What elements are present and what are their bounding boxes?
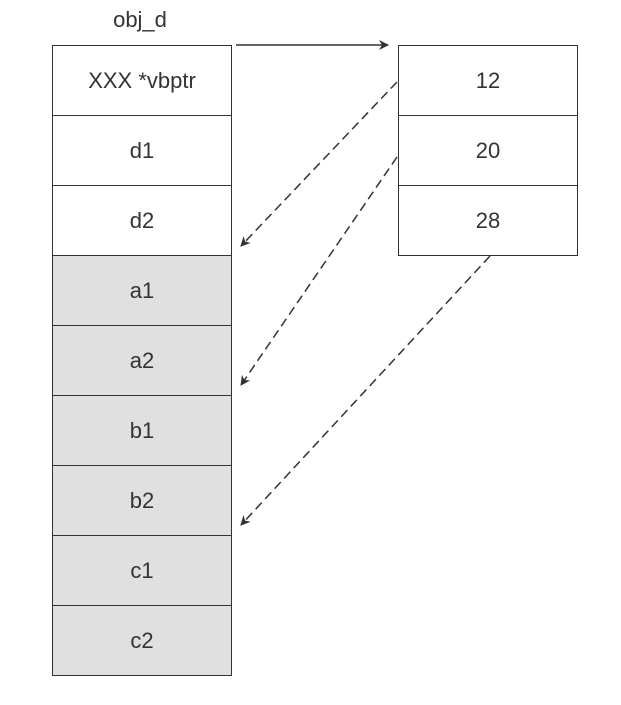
offset-entry-0: 12	[399, 46, 577, 116]
offset-entry-1: 20	[399, 116, 577, 186]
offset-28-arrow	[240, 255, 491, 526]
object-label: obj_d	[113, 7, 167, 32]
offset-12-arrow	[240, 81, 398, 247]
offset-20-arrow	[240, 156, 398, 386]
field-a2: a2	[53, 326, 231, 396]
field-a1: a1	[53, 256, 231, 326]
field-d1: d1	[53, 116, 231, 186]
field-c1: c1	[53, 536, 231, 606]
object-layout: XXX *vbptr d1 d2 a1 a2 b1 b2 c1 c2	[52, 45, 232, 676]
field-b2: b2	[53, 466, 231, 536]
field-b1: b1	[53, 396, 231, 466]
field-vbptr: XXX *vbptr	[53, 46, 231, 116]
field-c2: c2	[53, 606, 231, 676]
offset-entry-2: 28	[399, 186, 577, 256]
virtual-base-table: 12 20 28	[398, 45, 578, 256]
field-d2: d2	[53, 186, 231, 256]
